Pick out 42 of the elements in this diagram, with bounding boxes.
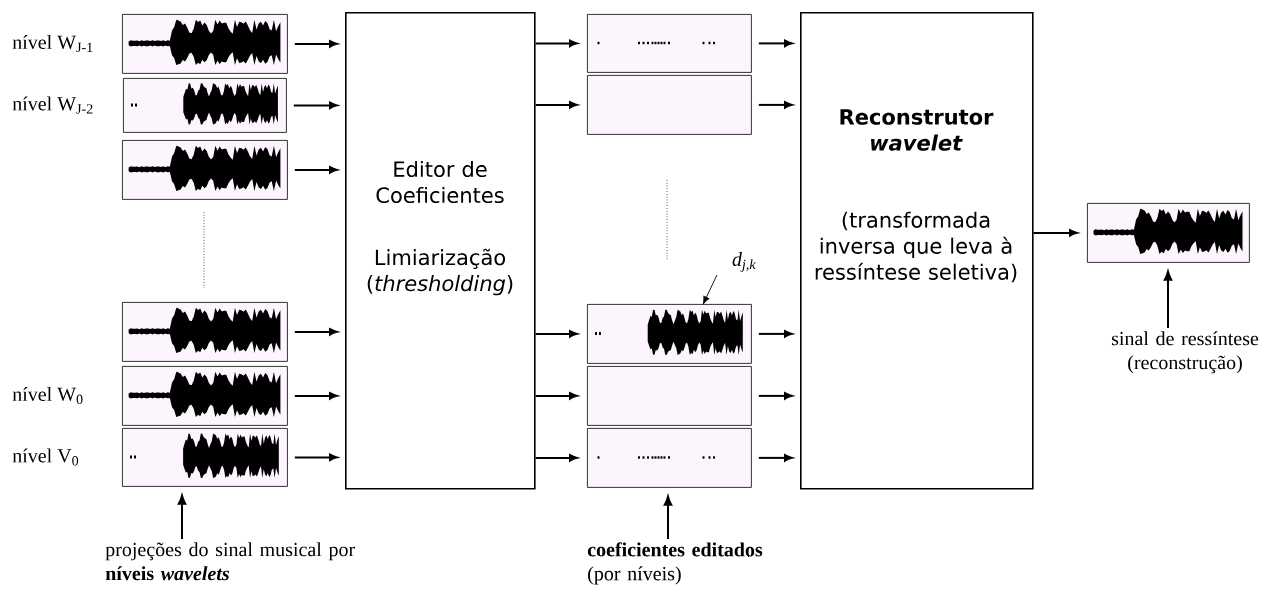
waveform-drawing xyxy=(587,14,752,73)
arrow xyxy=(293,328,338,336)
waveform-drawing xyxy=(587,428,752,488)
arrow xyxy=(1032,229,1078,237)
arrow xyxy=(757,101,793,109)
level-label: nível W$_{J-1}$ xyxy=(12,34,93,53)
waveform-drawing xyxy=(587,304,752,364)
arrow xyxy=(757,39,793,48)
arrow xyxy=(702,274,718,304)
arrow xyxy=(293,166,338,174)
arrow xyxy=(293,453,338,462)
arrow xyxy=(534,101,578,109)
arrow xyxy=(534,392,578,400)
waveform-drawing xyxy=(122,428,288,487)
waveform-drawing xyxy=(123,78,287,133)
level-label: nível W$_{J-2}$ xyxy=(12,96,93,114)
caption-text: d$_{j,k}$ xyxy=(732,252,756,272)
caption-text: projeções do sinal musical por níveis wavelets xyxy=(105,542,355,581)
arrow xyxy=(293,392,338,400)
arrow xyxy=(177,494,187,540)
level-label: nível V$_{0}$ xyxy=(12,448,79,466)
caption-text: sinal de ressíntese (reconstrução) xyxy=(1111,331,1259,374)
arrow xyxy=(534,454,578,462)
arrow xyxy=(663,495,673,540)
process-box: Reconstrutor wavelet (transformada inversa que leva à ressíntese seletiva) xyxy=(800,12,1034,490)
waveform-drawing xyxy=(587,366,752,426)
waveform-drawing xyxy=(122,14,288,74)
level-label: nível W$_{0}$ xyxy=(12,386,83,405)
waveform-drawing xyxy=(1087,203,1250,263)
waveform-drawing xyxy=(587,75,752,135)
waveform-drawing xyxy=(122,140,288,200)
arrow xyxy=(293,40,338,48)
arrow xyxy=(757,454,793,462)
caption-text: coeficientes editados (por níveis) xyxy=(587,542,763,585)
arrow xyxy=(292,101,338,110)
arrow xyxy=(757,330,793,338)
arrow xyxy=(757,392,793,400)
waveform-drawing xyxy=(122,366,288,426)
arrow xyxy=(534,330,578,338)
process-box: Editor de Coeficientes Limiarização (thresholding) xyxy=(345,12,536,490)
waveform-drawing xyxy=(122,302,288,362)
arrow xyxy=(1163,270,1173,329)
